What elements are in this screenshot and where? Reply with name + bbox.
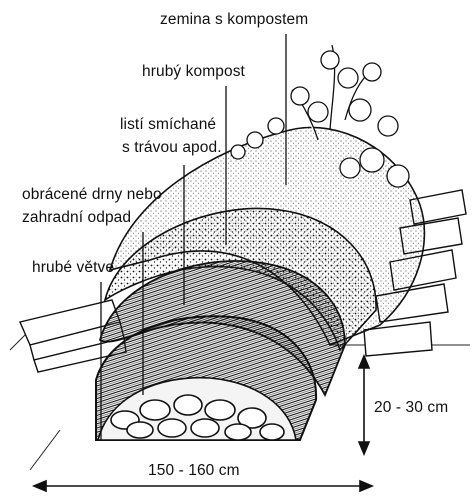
label-coarse-branches: hrubé větve [32, 258, 114, 278]
label-leaves-line2: s trávou apod. [122, 138, 222, 158]
height-dimension-arrow [359, 356, 369, 454]
label-coarse-compost: hrubý kompost [142, 62, 245, 82]
label-leaves-line1: listí smíchané [120, 115, 216, 135]
width-dimension-arrow [34, 481, 372, 491]
label-soil-with-compost: zemina s kompostem [160, 10, 308, 30]
label-turf-line1: obrácené drny nebo [22, 185, 162, 205]
label-turf-line2: zahradní odpad [22, 208, 131, 228]
label-height-dimension: 20 - 30 cm [374, 398, 448, 418]
label-width-dimension: 150 - 160 cm [148, 461, 240, 481]
